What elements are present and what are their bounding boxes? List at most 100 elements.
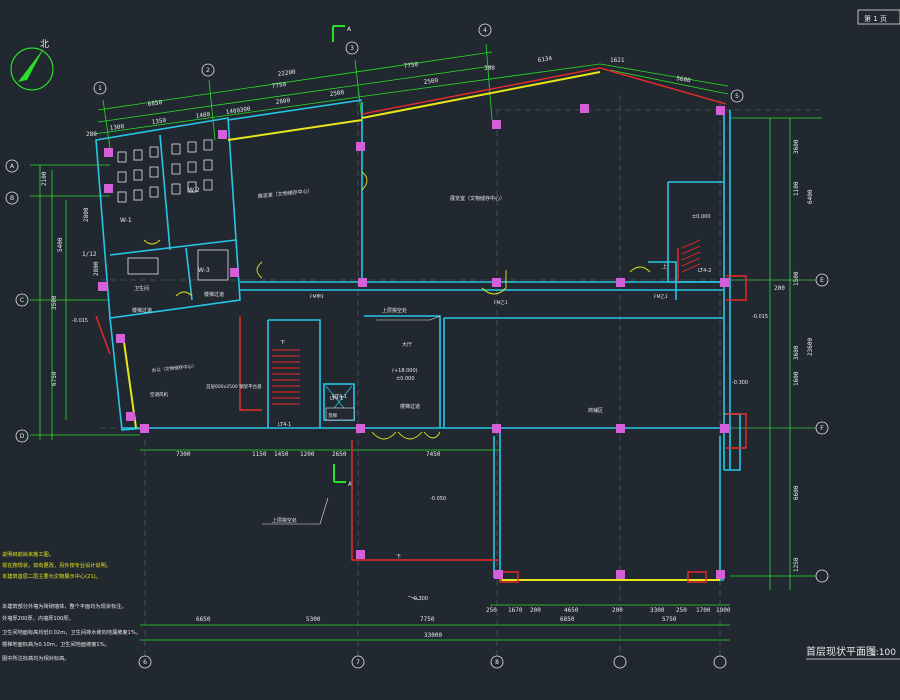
room-stair3: LT4-1 xyxy=(330,396,343,402)
dim-right-5: 6600 xyxy=(793,485,800,500)
axis-bubble-2 xyxy=(201,63,215,77)
dim-left-3: 3500 xyxy=(51,295,58,310)
dim-left-4: 6750 xyxy=(51,371,58,386)
dim-right-3: 1500 xyxy=(793,271,800,286)
axis-bubble-10 xyxy=(713,655,727,669)
door-fm3: FM乙1 xyxy=(654,293,668,300)
axis-bubble-labels: 1 2 3 4 5 6 7 8 A B C D E F xyxy=(10,27,824,666)
room-note: 办公（文物储存中心） xyxy=(151,362,196,374)
wc-note: 卫生间 xyxy=(134,285,149,292)
dim-bottom-r2-5: 3300 xyxy=(650,607,665,614)
toilet-fixtures xyxy=(117,139,229,281)
axis-bubble-g xyxy=(815,569,829,583)
axis-bubble-3 xyxy=(345,41,359,55)
axis-label-d: D xyxy=(20,433,25,440)
doors xyxy=(143,171,651,440)
sheet-label-box xyxy=(857,9,900,25)
dim-top-row1-1: 7750 xyxy=(271,81,287,90)
down-2: 下 xyxy=(396,554,401,560)
stairs-right xyxy=(681,239,701,273)
left-stair: 楼梯过道 xyxy=(204,291,224,298)
dim-top-misc-2: 300 xyxy=(484,65,495,72)
level-b: -0.015 xyxy=(72,318,88,324)
dim-bottom-r1-3: 1200 xyxy=(300,451,315,458)
dim-bottom-r3-1: 5300 xyxy=(306,616,321,623)
dim-top-misc-9: 1621 xyxy=(610,57,625,64)
stair-note: 楼梯过道 xyxy=(132,307,152,314)
axis-bubble-7 xyxy=(351,655,365,669)
dim-right-0: 3600 xyxy=(793,139,800,154)
axis-bubble-d xyxy=(15,429,29,443)
sheet-label: 第 1 页 xyxy=(864,14,887,23)
north-arrow-circle xyxy=(10,47,54,91)
axis-label-4: 4 xyxy=(483,27,487,34)
elevator-text: 货梯 xyxy=(328,412,337,419)
dim-top-row1-2: 7750 xyxy=(403,61,419,70)
room-w3: W-3 xyxy=(198,267,210,274)
axis-label-c: C xyxy=(20,297,24,304)
dim-right-1: 1100 xyxy=(793,181,800,196)
axis-label-1: 1 xyxy=(98,85,102,92)
axis-bubble-9 xyxy=(613,655,627,669)
axis-label-b: B xyxy=(10,195,14,202)
general-notes: 说明目前尚未施工图。 现在按现状，如有更改，另外按专业设计说明。 本建筑首层二层… xyxy=(2,550,141,662)
notes-line-0: 说明目前尚未施工图。 xyxy=(2,550,54,558)
axis-label-5: 5 xyxy=(735,93,739,100)
leader-lines xyxy=(262,315,441,601)
dim-bottom-r1-4: 2650 xyxy=(332,451,347,458)
dim-right-8: 1250 xyxy=(793,557,800,572)
room-hall: 大厅 xyxy=(402,341,412,348)
dimension-lines xyxy=(30,43,822,641)
room-zone-b: 展览室（文物储存中心） xyxy=(450,195,505,202)
facade-red xyxy=(95,67,747,583)
axis-bubble-1 xyxy=(93,81,107,95)
room-w1: W-1 xyxy=(120,217,132,224)
section-mark-top-label: A xyxy=(347,26,352,33)
dim-bottom-r3-4: 5750 xyxy=(662,616,677,623)
axis-label-3: 3 xyxy=(350,45,354,52)
section-mark-bottom-label: A xyxy=(348,481,353,488)
dim-left-2: 5400 xyxy=(57,237,64,252)
axis-label-f: F xyxy=(820,425,824,432)
level-a: ±0.000 xyxy=(692,214,711,220)
dim-bottom-r1-2: 1450 xyxy=(274,451,289,458)
section-mark-bottom: A xyxy=(333,464,353,488)
dim-bottom-r2-3: 4650 xyxy=(564,607,579,614)
dim-left-5: 1/12 xyxy=(82,251,97,258)
dim-top-row2-2: 1400 xyxy=(195,111,211,120)
dim-bottom-r2-4: 200 xyxy=(612,607,623,614)
axis-bubble-b xyxy=(5,191,19,205)
section-mark-top: A xyxy=(332,25,352,42)
stairs-left xyxy=(272,349,300,405)
dim-bottom-r2-2: 200 xyxy=(530,607,541,614)
dim-bottom-r3-2: 7750 xyxy=(420,616,435,623)
axis-label-6: 6 xyxy=(143,659,147,666)
drawing-title: 首层现状平面图 xyxy=(806,645,876,658)
dimension-labels: 22200 6850 7750 7750 1300 1350 1400 280 … xyxy=(41,55,814,639)
dim-right-6: 23600 xyxy=(807,338,814,356)
dim-bottom-r3-3: 6850 xyxy=(560,616,575,623)
elevator-label-box xyxy=(325,407,355,421)
dim-bottom-r2-6: 250 xyxy=(676,607,687,614)
room-w2: W-2 xyxy=(188,187,200,194)
axis-label-e: E xyxy=(820,277,824,284)
notes-line-6: 楼梯地面标高为0.10m，卫生间地面坡度1%。 xyxy=(2,640,110,648)
north-arrow: 北 xyxy=(10,39,54,91)
axis-label-a: A xyxy=(10,163,15,170)
level-d: -0.300 xyxy=(732,380,748,386)
level-e: -0.050 xyxy=(430,496,446,502)
dim-bottom-r2-8: 1900 xyxy=(716,607,731,614)
dim-top-row2-1: 1350 xyxy=(151,117,167,126)
notes-line-3: 本建筑部分外墙为砖砌墙体，整个平面均为现状标注。 xyxy=(2,602,127,610)
facade-yellow xyxy=(123,71,720,581)
room-zone-a: 展览室（文物储存中心） xyxy=(257,187,312,200)
dim-bottom-r2-1: 1670 xyxy=(508,607,523,614)
room-stair2: LT4-2 xyxy=(698,268,711,274)
room-corridor: 楼梯过道 xyxy=(400,403,420,410)
drawing-scale: 1:100 xyxy=(870,648,896,658)
dim-bottom-r2-0: 250 xyxy=(486,607,497,614)
notes-line-5: 卫生间地面标高均低0.02m，卫生间排水坡向地漏坡度1%。 xyxy=(2,628,141,636)
dim-bottom-r2-7: 1700 xyxy=(696,607,711,614)
axis-bubble-5 xyxy=(730,89,744,103)
